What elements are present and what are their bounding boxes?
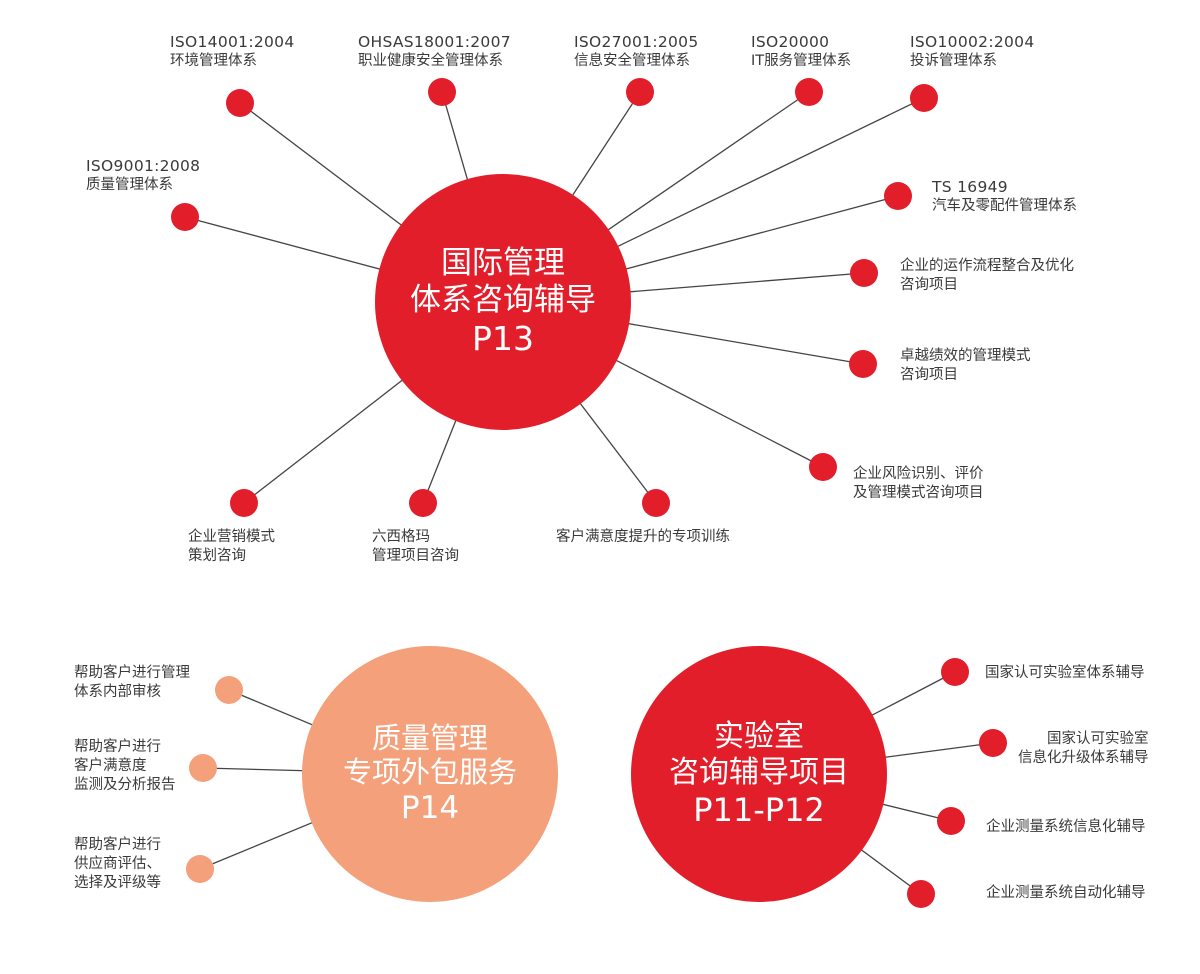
label-text: 投诉管理体系 bbox=[910, 53, 997, 69]
label-line: 策划咨询 bbox=[188, 548, 246, 564]
node-dot bbox=[626, 78, 654, 106]
node-dot bbox=[850, 259, 878, 287]
hub-laboratory-consulting: 实验室 咨询辅导项目 P11-P12 bbox=[631, 646, 887, 902]
label-measurement-informatization: 企业测量系统信息化辅导 bbox=[986, 818, 1146, 837]
node-dot bbox=[642, 489, 670, 517]
label-line: 帮助客户进行 bbox=[74, 837, 161, 853]
label-lab-system: 国家认可实验室体系辅导 bbox=[985, 664, 1145, 683]
label-marketing-model: 企业营销模式 策划咨询 bbox=[188, 528, 275, 566]
node-dot bbox=[937, 807, 965, 835]
node-dot bbox=[795, 78, 823, 106]
label-code: TS 16949 bbox=[932, 178, 1008, 196]
label-line: 帮助客户进行管理 bbox=[74, 665, 190, 681]
label-ohsas18001: OHSAS18001:2007 职业健康安全管理体系 bbox=[358, 33, 511, 71]
label-line: 及管理模式咨询项目 bbox=[853, 485, 984, 501]
label-satisfaction-monitoring: 帮助客户进行 客户满意度 监测及分析报告 bbox=[74, 738, 176, 795]
node-dot bbox=[941, 658, 969, 686]
label-line: 管理项目咨询 bbox=[372, 548, 459, 564]
label-line: 客户满意度 bbox=[74, 758, 147, 774]
hub-quality-line-2: 专项外包服务 bbox=[342, 755, 517, 790]
node-dot bbox=[189, 754, 217, 782]
label-line: 帮助客户进行 bbox=[74, 739, 161, 755]
label-line: 企业测量系统信息化辅导 bbox=[986, 819, 1146, 835]
node-dot bbox=[171, 203, 199, 231]
label-line: 客户满意度提升的专项训练 bbox=[556, 529, 730, 545]
label-line: 信息化升级体系辅导 bbox=[1018, 750, 1149, 766]
label-line: 国家认可实验室 bbox=[1047, 731, 1149, 747]
label-line: 企业的运作流程整合及优化 bbox=[900, 258, 1074, 274]
hub-quality-outsourcing: 质量管理 专项外包服务 P14 bbox=[302, 646, 558, 902]
label-line: 供应商评估、 bbox=[74, 856, 161, 872]
hub-lab-line-3: P11-P12 bbox=[693, 790, 825, 829]
label-line: 咨询项目 bbox=[900, 277, 958, 293]
node-dot bbox=[910, 84, 938, 112]
label-code: ISO20000 bbox=[751, 33, 830, 51]
hub-intl-line-1: 国际管理 bbox=[441, 245, 565, 282]
label-iso27001: ISO27001:2005 信息安全管理体系 bbox=[574, 33, 699, 71]
label-process-integration: 企业的运作流程整合及优化 咨询项目 bbox=[900, 257, 1074, 295]
hub-international-management: 国际管理 体系咨询辅导 P13 bbox=[375, 174, 631, 430]
label-code: OHSAS18001:2007 bbox=[358, 33, 511, 51]
label-line: 企业风险识别、评价 bbox=[853, 466, 984, 482]
label-code: ISO9001:2008 bbox=[86, 157, 201, 175]
label-line: 企业营销模式 bbox=[188, 529, 275, 545]
label-code: ISO27001:2005 bbox=[574, 33, 699, 51]
label-line: 六西格玛 bbox=[372, 529, 430, 545]
label-code: ISO14001:2004 bbox=[170, 33, 295, 51]
label-iso10002: ISO10002:2004 投诉管理体系 bbox=[910, 33, 1035, 71]
label-line: 企业测量系统自动化辅导 bbox=[986, 885, 1146, 901]
label-line: 体系内部审核 bbox=[74, 684, 161, 700]
label-iso14001: ISO14001:2004 环境管理体系 bbox=[170, 33, 295, 71]
node-dot bbox=[884, 182, 912, 210]
node-dot bbox=[809, 453, 837, 481]
label-line: 咨询项目 bbox=[900, 367, 958, 383]
label-customer-satisfaction-training: 客户满意度提升的专项训练 bbox=[556, 528, 730, 547]
label-text: 汽车及零配件管理体系 bbox=[932, 198, 1077, 214]
label-line: 选择及评级等 bbox=[74, 875, 161, 891]
node-dot bbox=[186, 855, 214, 883]
hub-lab-line-2: 咨询辅导项目 bbox=[669, 754, 849, 790]
node-dot bbox=[215, 676, 243, 704]
label-text: 质量管理体系 bbox=[86, 177, 173, 193]
label-iso9001: ISO9001:2008 质量管理体系 bbox=[86, 157, 200, 195]
label-iso20000: ISO20000 IT服务管理体系 bbox=[751, 33, 851, 71]
label-measurement-automation: 企业测量系统自动化辅导 bbox=[986, 884, 1146, 903]
label-risk-management: 企业风险识别、评价 及管理模式咨询项目 bbox=[853, 465, 984, 503]
hub-quality-line-1: 质量管理 bbox=[371, 720, 488, 755]
node-dot bbox=[849, 350, 877, 378]
label-line: 国家认可实验室体系辅导 bbox=[985, 665, 1145, 681]
node-dot bbox=[409, 489, 437, 517]
label-performance-excellence: 卓越绩效的管理模式 咨询项目 bbox=[900, 347, 1031, 385]
label-six-sigma: 六西格玛 管理项目咨询 bbox=[372, 528, 459, 566]
node-dot bbox=[230, 489, 258, 517]
node-dot bbox=[979, 729, 1007, 757]
hub-intl-line-3: P13 bbox=[472, 319, 534, 359]
hub-lab-line-1: 实验室 bbox=[714, 718, 804, 754]
hub-intl-line-2: 体系咨询辅导 bbox=[410, 282, 596, 319]
label-internal-audit: 帮助客户进行管理 体系内部审核 bbox=[74, 664, 190, 702]
node-dot bbox=[907, 880, 935, 908]
label-text: IT服务管理体系 bbox=[751, 53, 852, 69]
node-dot bbox=[226, 89, 254, 117]
label-line: 监测及分析报告 bbox=[74, 777, 176, 793]
node-dot bbox=[428, 78, 456, 106]
label-text: 环境管理体系 bbox=[170, 53, 257, 69]
label-line: 卓越绩效的管理模式 bbox=[900, 348, 1031, 364]
label-text: 职业健康安全管理体系 bbox=[358, 53, 503, 69]
label-ts16949: TS 16949 汽车及零配件管理体系 bbox=[932, 178, 1077, 216]
label-supplier-evaluation: 帮助客户进行 供应商评估、 选择及评级等 bbox=[74, 836, 161, 893]
label-code: ISO10002:2004 bbox=[910, 33, 1035, 51]
hub-quality-line-3: P14 bbox=[400, 790, 460, 827]
label-text: 信息安全管理体系 bbox=[574, 53, 690, 69]
label-lab-informatization: 国家认可实验室 信息化升级体系辅导 bbox=[1018, 730, 1149, 768]
